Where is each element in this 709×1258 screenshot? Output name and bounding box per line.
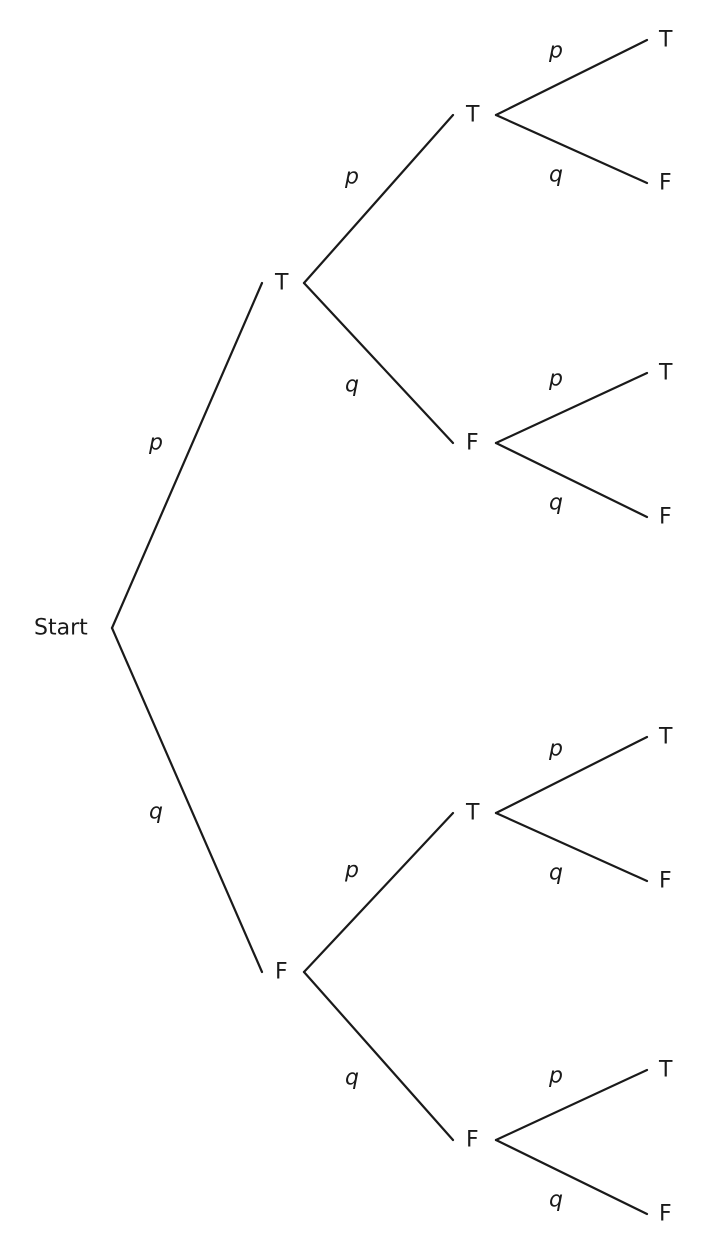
branch-probability-label: q (149, 800, 163, 825)
outcome-node-label: T (658, 361, 673, 386)
branch-line-level-2 (302, 113, 455, 285)
outcome-node-label: T (658, 1058, 673, 1083)
branch-line-level-3 (494, 735, 649, 815)
branch-line-level-3 (494, 1138, 649, 1216)
branch-probability-label: p (148, 431, 163, 456)
branch-probability-label: p (548, 367, 563, 392)
branch-probability-label: p (344, 858, 359, 883)
outcome-node-label: T (658, 28, 673, 53)
branch-line-level-2 (302, 970, 455, 1142)
branch-line-level-3 (494, 371, 649, 445)
branch-probability-label: q (549, 163, 563, 188)
branch-probability-label: q (345, 1066, 359, 1091)
branch-line-level-3 (494, 811, 649, 883)
branch-probability-label: p (548, 737, 563, 762)
outcome-node-label: T (658, 725, 673, 750)
branch-line-level-2 (302, 811, 455, 974)
branch-line-level-1 (110, 626, 264, 974)
outcome-node-label: F (275, 960, 288, 985)
branch-probability-label: p (548, 39, 563, 64)
branch-line-level-1 (110, 281, 264, 630)
outcome-node-label: F (659, 869, 672, 894)
outcome-node-label: F (659, 505, 672, 530)
branch-probability-label: q (549, 491, 563, 516)
start-node-label: Start (34, 616, 88, 641)
branch-probability-label: q (549, 1188, 563, 1213)
outcome-node-label: F (659, 1202, 672, 1227)
outcome-node-label: T (465, 801, 480, 826)
branch-probability-label: p (548, 1064, 563, 1089)
tree-edges (110, 38, 649, 1216)
outcome-node-label: T (274, 271, 289, 296)
branch-probability-label: p (344, 165, 359, 190)
branch-line-level-2 (302, 281, 455, 445)
branch-line-level-3 (494, 113, 649, 185)
outcome-node-label: F (659, 171, 672, 196)
branch-line-level-3 (494, 1068, 649, 1142)
branch-probability-label: q (345, 373, 359, 398)
branch-line-level-3 (494, 38, 649, 117)
branch-probability-label: q (549, 861, 563, 886)
outcome-node-label: F (466, 431, 479, 456)
branch-line-level-3 (494, 441, 649, 519)
outcome-node-label: T (465, 103, 480, 128)
outcome-node-label: F (466, 1128, 479, 1153)
